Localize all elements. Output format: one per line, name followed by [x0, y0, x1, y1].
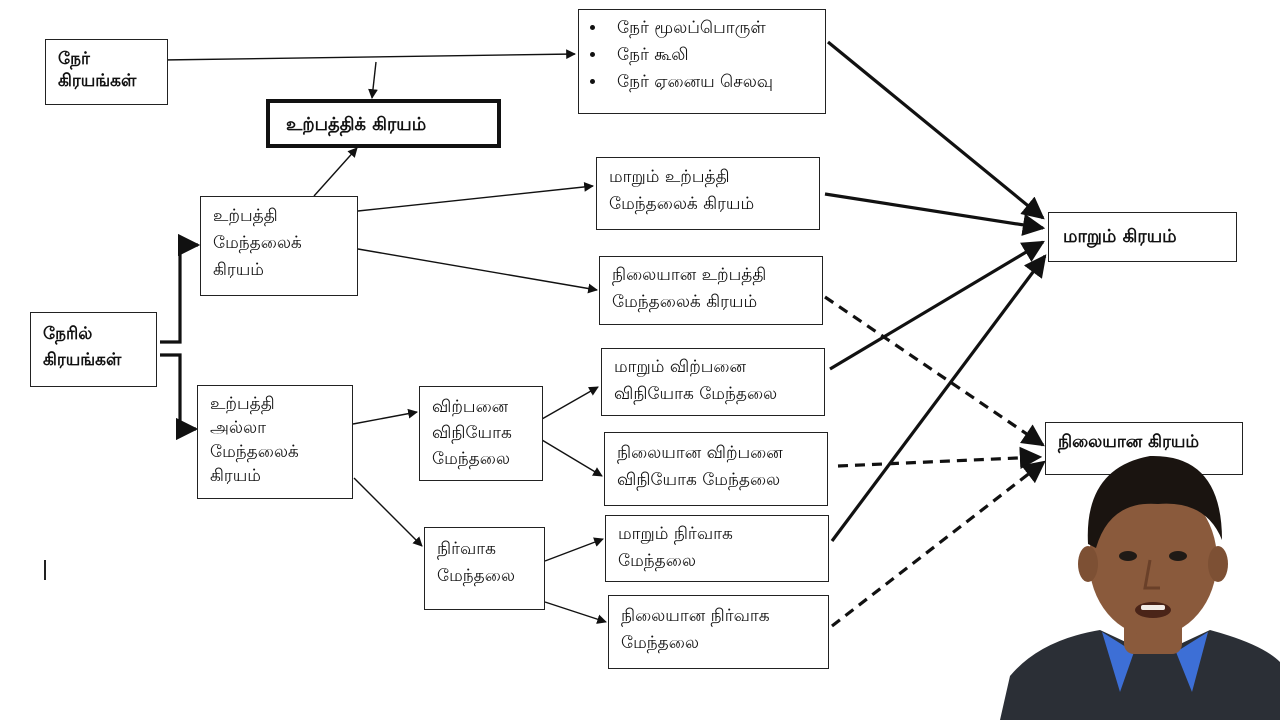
- indirect-costs-box: நேரில் கிரயங்கள்: [30, 312, 157, 387]
- fixed-production-overhead-line2: மேந்தலைக் கிரயம்: [612, 292, 758, 312]
- arrow-overhead-to-fixed: [357, 248, 598, 294]
- arrow-nonprod-to-selling: [352, 408, 418, 425]
- administration-box: நிர்வாக மேந்தலை: [424, 527, 545, 610]
- direct-costs-line1: நேர்: [58, 49, 90, 69]
- arrow-direct-to-production: [368, 61, 378, 99]
- non-production-overhead-line3: மேந்தலைக்: [210, 442, 299, 462]
- administration-line1: நிர்வாக: [437, 539, 496, 559]
- direct-item: நேர் கூலி: [607, 42, 815, 69]
- non-production-overhead-line4: கிரயம்: [210, 466, 261, 486]
- direct-items-list: நேர் மூலப்பொருள் நேர் கூலி நேர் ஏனைய செல…: [589, 15, 815, 96]
- direct-items-box: நேர் மூலப்பொருள் நேர் கூலி நேர் ஏனைய செல…: [578, 9, 826, 114]
- fixed-selling-line1: நிலையான விற்பனை: [617, 443, 783, 463]
- fixed-admin-line2: மேந்தலை: [621, 633, 699, 653]
- arrow-vadmin-to-variable-cost: [830, 254, 1047, 542]
- arrow-items-to-variable-cost: [826, 40, 1045, 220]
- direct-item: நேர் ஏனைய செலவு: [607, 69, 815, 96]
- arrow-fprod-to-fixed-cost: [824, 295, 1045, 447]
- variable-production-overhead-line2: மேந்தலைக் கிரயம்: [609, 194, 755, 214]
- arrow-vsell-to-variable-cost: [829, 240, 1045, 371]
- variable-admin-line2: மேந்தலை: [618, 551, 696, 571]
- variable-admin-box: மாறும் நிர்வாக மேந்தலை: [605, 515, 829, 582]
- selling-distribution-line3: மேந்தலை: [432, 449, 510, 469]
- fixed-admin-line1: நிலையான நிர்வாக: [621, 606, 770, 626]
- arrow-nonprod-to-admin: [353, 477, 423, 547]
- fixed-selling-box: நிலையான விற்பனை விநியோக மேந்தலை: [604, 432, 828, 506]
- arrow-fadmin-to-fixed-cost: [831, 460, 1046, 628]
- arrow-selling-to-fixed: [541, 439, 603, 477]
- direct-item: நேர் மூலப்பொருள்: [607, 15, 815, 42]
- arrow-direct-to-items: [161, 49, 576, 61]
- indirect-costs-line1: நேரில்: [43, 324, 93, 344]
- arrow-selling-to-variable: [541, 386, 599, 420]
- fixed-admin-box: நிலையான நிர்வாக மேந்தலை: [608, 595, 829, 669]
- fixed-selling-line2: விநியோக மேந்தலை: [617, 470, 781, 490]
- administration-line2: மேந்தலை: [437, 566, 515, 586]
- bracket-lower: [160, 353, 199, 441]
- non-production-overhead-line1: உற்பத்தி: [210, 394, 275, 414]
- production-overhead-line3: கிரயம்: [213, 260, 264, 280]
- selling-distribution-box: விற்பனை விநியோக மேந்தலை: [419, 386, 543, 481]
- variable-cost-label: மாறும் கிரயம்: [1063, 226, 1177, 247]
- direct-costs-box: நேர் கிரயங்கள்: [45, 39, 168, 105]
- arrow-overhead-to-production: [313, 147, 358, 197]
- variable-selling-box: மாறும் விற்பனை விநியோக மேந்தலை: [601, 348, 825, 416]
- variable-admin-line1: மாறும் நிர்வாக: [618, 524, 733, 544]
- arrow-admin-to-variable: [544, 537, 604, 562]
- fixed-production-overhead-line1: நிலையான உற்பத்தி: [612, 265, 767, 285]
- production-overhead-line2: மேந்தலைக்: [213, 233, 302, 253]
- fixed-production-overhead-box: நிலையான உற்பத்தி மேந்தலைக் கிரயம்: [599, 256, 823, 325]
- variable-selling-line1: மாறும் விற்பனை: [614, 357, 746, 377]
- indirect-costs-line2: கிரயங்கள்: [43, 350, 122, 370]
- variable-cost-box: மாறும் கிரயம்: [1048, 212, 1237, 262]
- bracket-upper: [160, 233, 201, 344]
- presenter-image: [1000, 455, 1280, 720]
- arrow-vprod-to-variable-cost: [824, 192, 1046, 236]
- production-cost-box: உற்பத்திக் கிரயம்: [266, 99, 501, 148]
- arrow-overhead-to-variable: [357, 182, 594, 212]
- production-cost-label: உற்பத்திக் கிரயம்: [286, 114, 427, 135]
- selling-distribution-line1: விற்பனை: [432, 397, 509, 417]
- production-overhead-box: உற்பத்தி மேந்தலைக் கிரயம்: [200, 196, 358, 296]
- production-overhead-line1: உற்பத்தி: [213, 206, 278, 226]
- selling-distribution-line2: விநியோக: [432, 423, 512, 443]
- text-cursor: [44, 560, 46, 580]
- direct-costs-line2: கிரயங்கள்: [58, 71, 137, 91]
- variable-selling-line2: விநியோக மேந்தலை: [614, 384, 778, 404]
- arrow-admin-to-fixed: [544, 601, 607, 624]
- fixed-cost-label: நிலையான கிரயம்: [1058, 432, 1200, 452]
- non-production-overhead-line2: அல்லா: [210, 418, 266, 438]
- non-production-overhead-box: உற்பத்தி அல்லா மேந்தலைக் கிரயம்: [197, 385, 353, 499]
- variable-production-overhead-box: மாறும் உற்பத்தி மேந்தலைக் கிரயம்: [596, 157, 820, 230]
- variable-production-overhead-line1: மாறும் உற்பத்தி: [609, 167, 730, 187]
